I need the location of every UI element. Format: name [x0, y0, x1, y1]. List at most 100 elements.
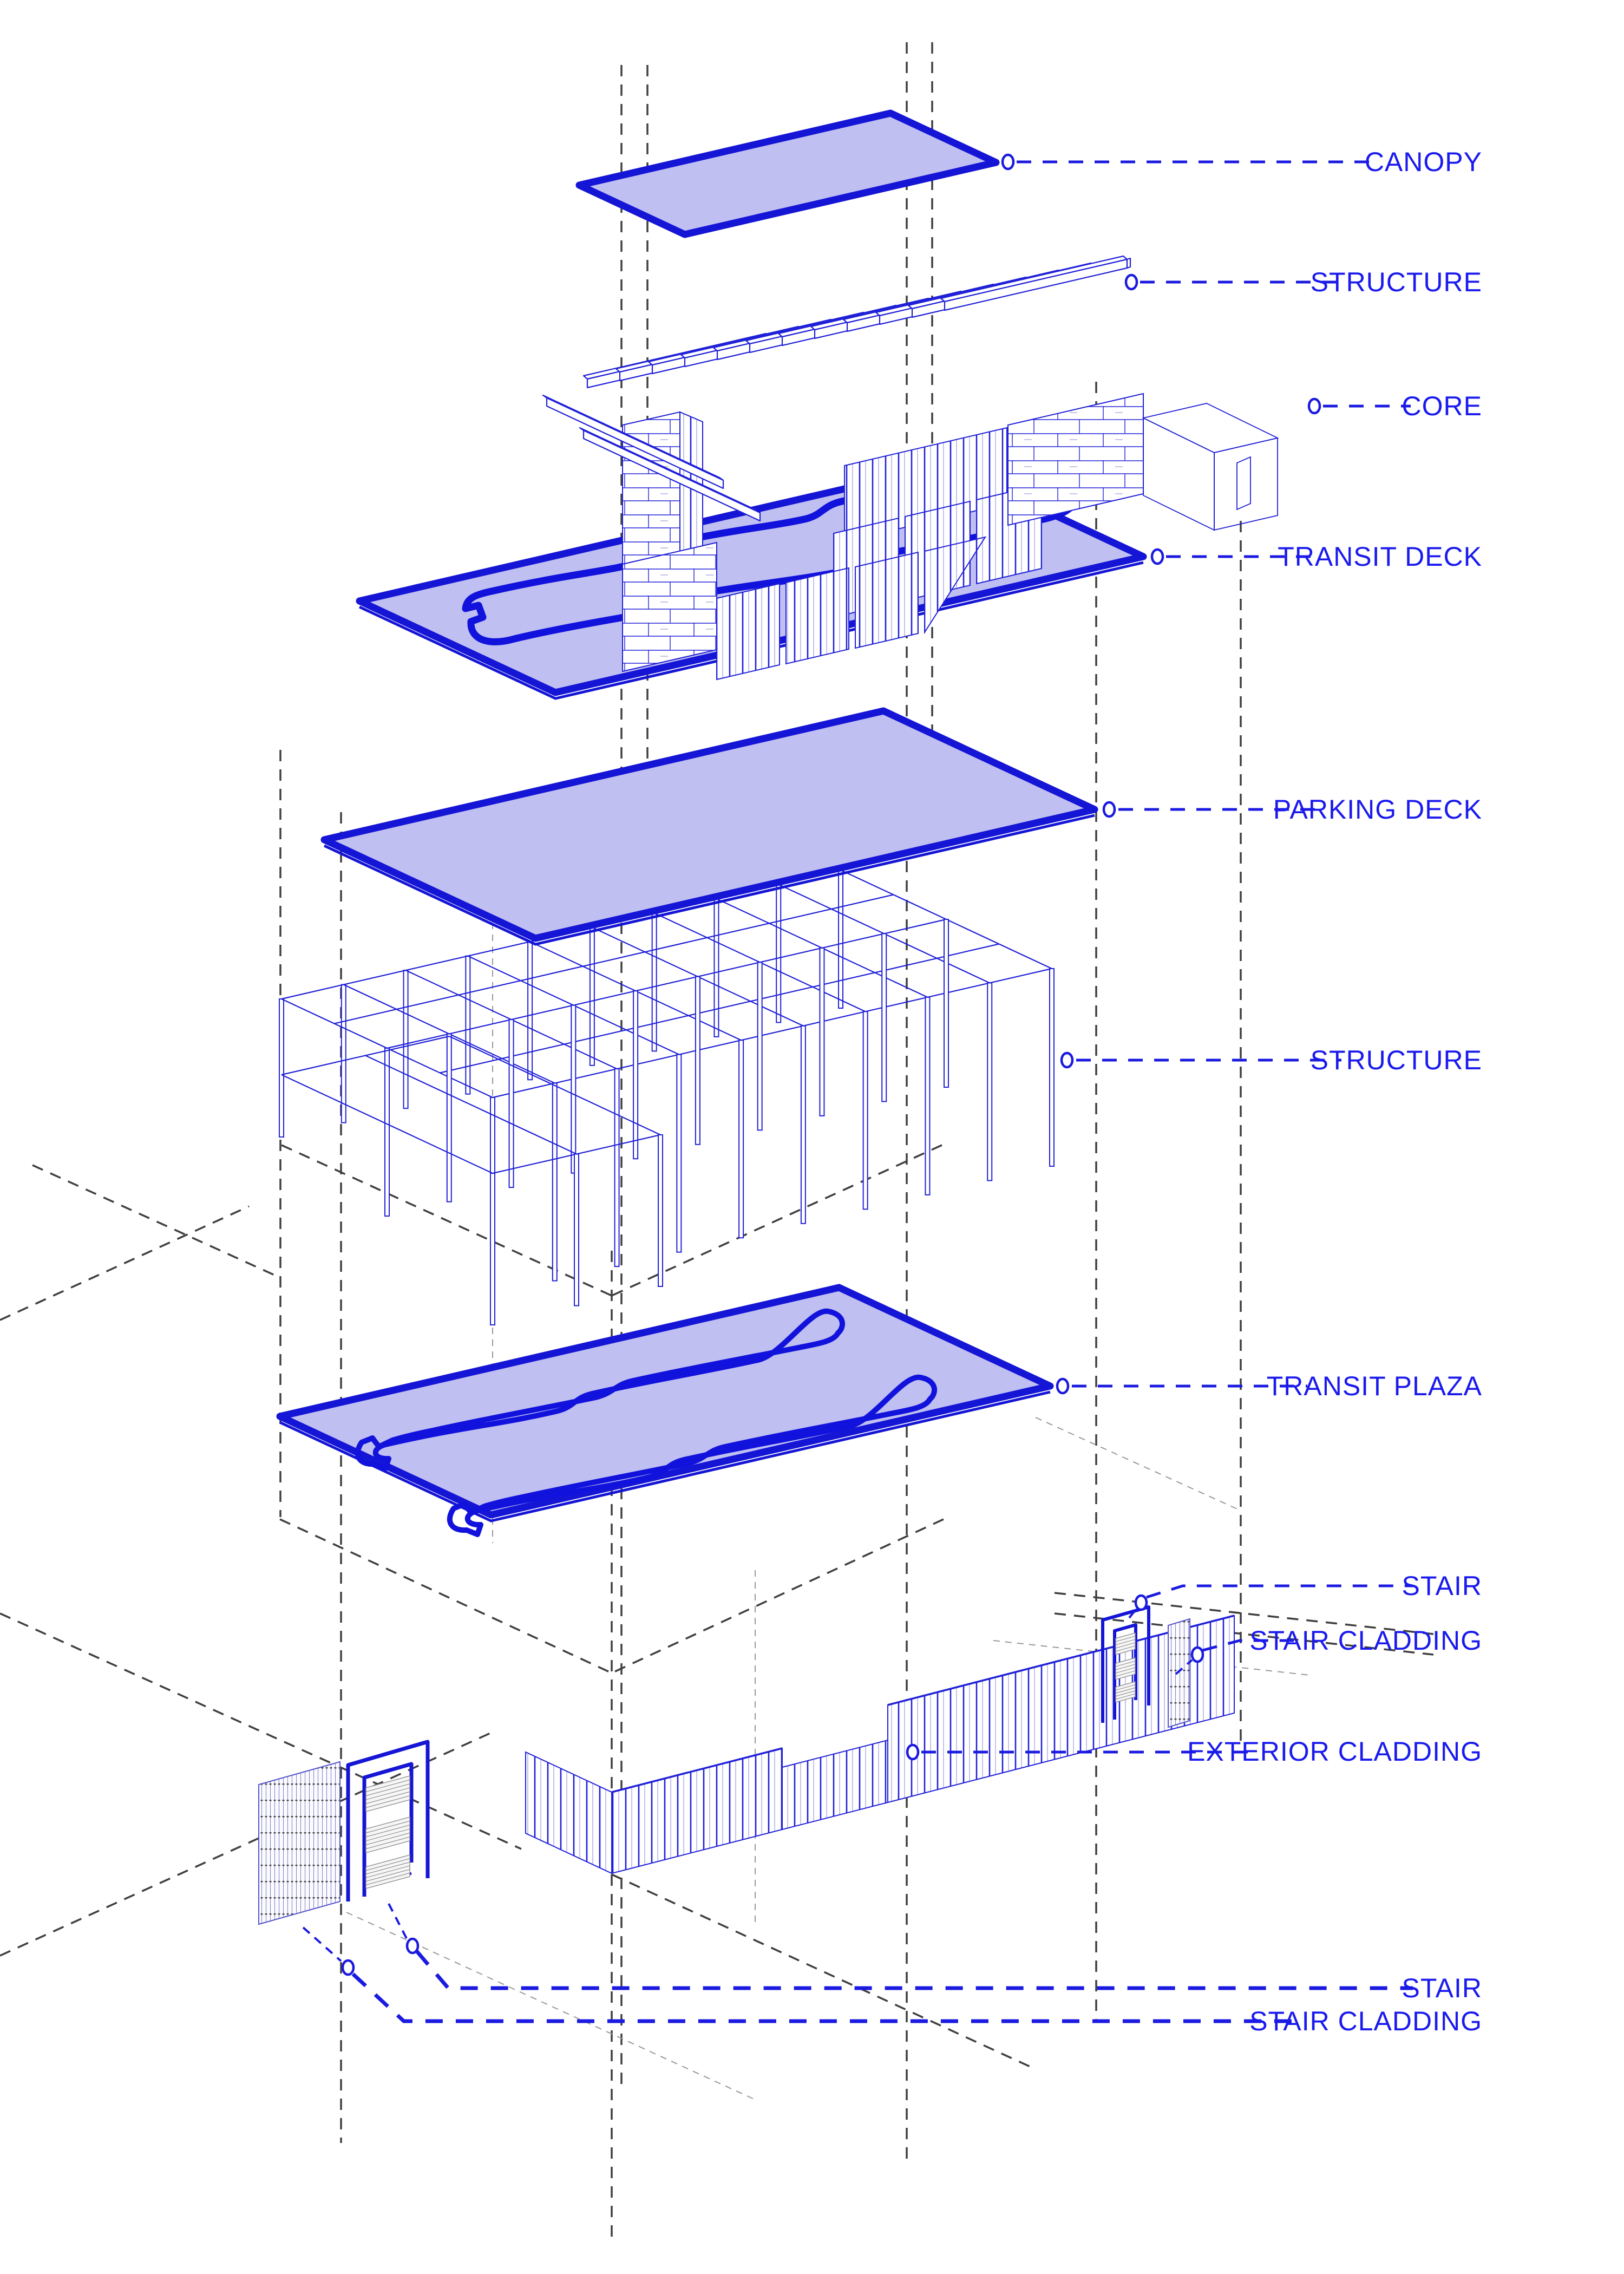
frame-girder — [440, 943, 999, 1074]
frame-column — [571, 1004, 577, 1174]
stair-tread — [1115, 1636, 1136, 1642]
frame-column — [987, 982, 993, 1181]
stair-flight — [1115, 1681, 1136, 1703]
transit-plaza — [276, 1284, 1054, 1534]
frame-column — [658, 1134, 663, 1287]
layer-labels: CANOPY STRUCTURE CORE TRANSIT DECK PARKI… — [1187, 147, 1482, 2036]
construction-diagonal — [0, 1731, 492, 1957]
core-block — [1007, 393, 1144, 526]
leader-stair-lower — [415, 1950, 1413, 1990]
construction-diagonal — [279, 1518, 612, 1674]
stair-flight — [1115, 1657, 1136, 1680]
frame-column — [340, 984, 346, 1123]
stair-flights-lower — [365, 1775, 410, 1889]
stair-tread — [365, 1858, 410, 1871]
frame-column — [279, 998, 284, 1138]
label-canopy: CANOPY — [1365, 147, 1482, 177]
stair-tread — [365, 1791, 410, 1804]
structure-frame — [279, 869, 1055, 1325]
beam-end — [1126, 257, 1131, 269]
frame-column — [800, 1025, 806, 1224]
frame-column — [446, 1033, 452, 1203]
stair-enclosure-inner — [362, 1762, 414, 1897]
stair-tread — [1115, 1687, 1136, 1694]
leader-lines — [302, 153, 1413, 2023]
leader-circle-structure-roof — [1124, 273, 1138, 291]
edge-beam-front — [546, 397, 724, 489]
stair-tread — [365, 1795, 410, 1808]
frame-column — [384, 1048, 390, 1217]
frame-column — [403, 970, 409, 1109]
cladding-corner-return — [525, 1751, 612, 1874]
frame-column — [490, 1173, 495, 1325]
frame-column — [925, 996, 931, 1195]
cladding-segment-left — [611, 1747, 783, 1874]
stair-tread — [365, 1828, 410, 1841]
construction-diagonal — [0, 1205, 250, 1321]
stair-tread — [365, 1787, 410, 1800]
core — [622, 393, 1279, 681]
stair-flight — [1115, 1632, 1136, 1655]
leader-stair-cladding-lower — [351, 1972, 1294, 2023]
frame-column — [527, 941, 533, 1081]
stair-tread — [365, 1783, 410, 1796]
stair-tread — [1115, 1667, 1136, 1674]
stair-tread — [1115, 1690, 1136, 1697]
core-wall-triangle — [924, 536, 987, 635]
stair-flights-upper — [1115, 1632, 1136, 1703]
frame-column — [695, 976, 700, 1145]
leader-stub-stair-cladding-upper — [1175, 1659, 1193, 1675]
frame-column — [819, 947, 825, 1116]
parking-deck — [320, 707, 1098, 946]
label-stair-lower: STAIR — [1402, 1973, 1482, 2003]
frame-column — [614, 1068, 620, 1267]
construction-diagonal — [32, 1164, 281, 1279]
label-core: CORE — [1402, 391, 1482, 421]
core-box-front — [1214, 437, 1278, 531]
parking-deck-edge — [323, 814, 1095, 946]
frame-column — [651, 912, 657, 1052]
leader-circle-exterior-cladding — [906, 1743, 920, 1761]
stair-tread — [1115, 1693, 1136, 1700]
stair-cladding-upper-panel — [1168, 1618, 1190, 1728]
transit-deck-edge — [358, 561, 1144, 700]
stair-tread — [365, 1779, 410, 1792]
frame-column — [1049, 968, 1055, 1167]
construction-diagonal — [1054, 1612, 1434, 1656]
stair-tread — [1115, 1642, 1136, 1649]
construction-diagonal — [611, 1518, 944, 1674]
construction-diagonal — [611, 1873, 1032, 2068]
frame-column — [738, 1040, 744, 1239]
label-parking-deck: PARKING DECK — [1273, 794, 1482, 825]
canopy — [575, 109, 1000, 238]
stair-tread — [1115, 1664, 1136, 1670]
leader-stair-cladding-upper — [1202, 1639, 1294, 1652]
leader-circle-stair-upper — [1134, 1594, 1148, 1611]
frame-girder — [334, 894, 894, 1024]
construction-diagonal-light — [1035, 1417, 1241, 1511]
label-stair-cladding-upper: STAIR CLADDING — [1249, 1625, 1482, 1656]
core-tower-base — [622, 541, 717, 672]
stair-enclosure-cap — [348, 1740, 428, 1767]
stair-enclosure-inner — [1113, 1623, 1137, 1720]
stair-tread — [365, 1820, 410, 1833]
leader-circle-core — [1307, 397, 1321, 415]
frame-column — [838, 870, 843, 1009]
frame-column — [776, 884, 782, 1023]
frame-column — [465, 955, 471, 1095]
construction-diagonal — [611, 1144, 942, 1297]
core-box-door — [1236, 456, 1251, 511]
construction-lines — [0, 42, 1434, 2244]
label-transit-plaza: TRANSIT PLAZA — [1267, 1371, 1482, 1401]
frame-girder — [387, 918, 947, 1049]
frame-column — [881, 933, 887, 1102]
stair-tread — [1115, 1639, 1136, 1645]
edge-beam-front — [582, 429, 761, 522]
stair-tread — [1115, 1661, 1136, 1667]
core-wall-panel — [785, 567, 849, 665]
stair-tread — [365, 1832, 410, 1845]
stair-cladding-lower-panel — [258, 1761, 340, 1925]
beam-top — [940, 255, 1128, 303]
core-wall-panel — [716, 583, 780, 681]
